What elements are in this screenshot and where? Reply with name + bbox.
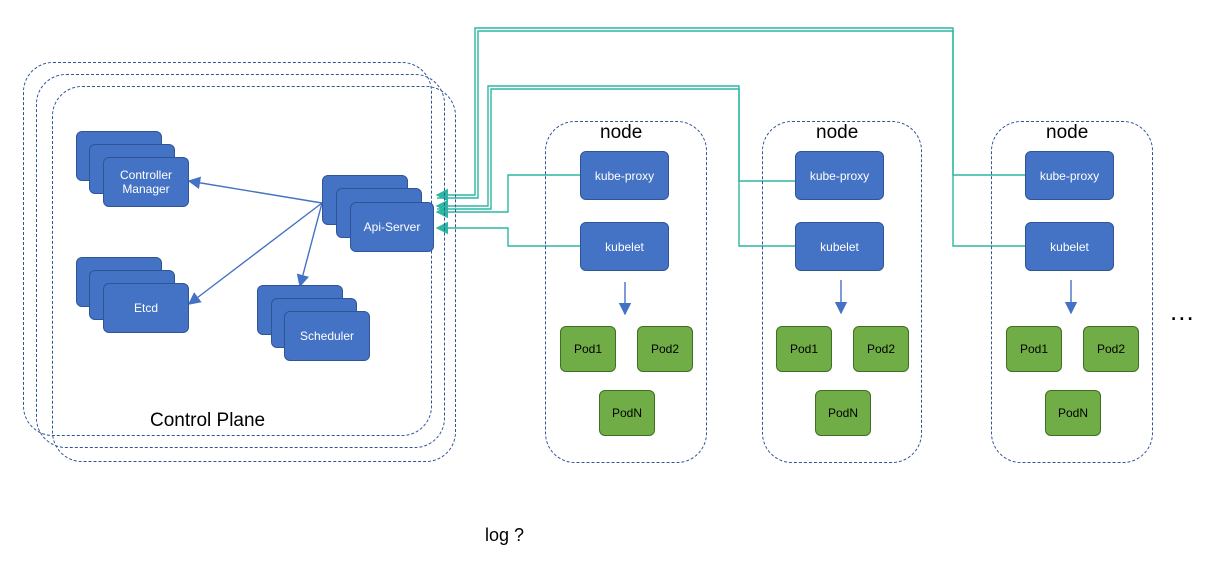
api-to-etcd-arrow bbox=[187, 202, 323, 305]
node-frame-3 bbox=[991, 121, 1153, 463]
node-frame-1 bbox=[545, 121, 707, 463]
kubelet-box-2[interactable]: kubelet bbox=[795, 222, 884, 271]
node-title-2: node bbox=[816, 122, 859, 143]
pod2-box-3[interactable]: Pod2 bbox=[1083, 326, 1139, 372]
node2-kubelet-link bbox=[437, 88, 795, 247]
api-server-box[interactable]: Api-Server bbox=[350, 202, 434, 252]
footer-question: log ? bbox=[485, 525, 525, 545]
kubelet-box-3[interactable]: kubelet bbox=[1025, 222, 1114, 271]
control-plane-label: Control Plane bbox=[150, 410, 266, 431]
more-nodes-ellipsis: ... bbox=[1170, 296, 1195, 326]
control-plane-frame bbox=[52, 86, 456, 462]
pod2-box-1[interactable]: Pod2 bbox=[637, 326, 693, 372]
podn-box-2[interactable]: PodN bbox=[815, 390, 871, 436]
kube-proxy-box-2[interactable]: kube-proxy bbox=[795, 151, 884, 200]
node1-kubelet-link bbox=[435, 221, 580, 247]
kube-proxy-box-1[interactable]: kube-proxy bbox=[580, 151, 669, 200]
node2-kube-proxy-link bbox=[435, 85, 795, 213]
kube-proxy-box-3[interactable]: kube-proxy bbox=[1025, 151, 1114, 200]
scheduler-box[interactable]: Scheduler bbox=[284, 311, 370, 361]
pod1-box-2[interactable]: Pod1 bbox=[776, 326, 832, 372]
etcd-box[interactable]: Etcd bbox=[103, 283, 189, 333]
pod1-box-1[interactable]: Pod1 bbox=[560, 326, 616, 372]
controller-manager-box[interactable]: Controller Manager bbox=[103, 157, 189, 207]
podn-box-3[interactable]: PodN bbox=[1045, 390, 1101, 436]
api-to-scheduler-arrow bbox=[296, 202, 323, 288]
node1-kube-proxy-link bbox=[435, 174, 580, 219]
node3-kube-proxy-link bbox=[435, 27, 1025, 202]
node3-kubelet-link bbox=[437, 30, 1025, 247]
control-plane-frame-middle bbox=[36, 74, 445, 448]
pod2-box-2[interactable]: Pod2 bbox=[853, 326, 909, 372]
node-title-3: node bbox=[1046, 122, 1089, 143]
api-to-controller-arrow bbox=[187, 176, 323, 204]
node-frame-2 bbox=[762, 121, 922, 463]
pod1-box-3[interactable]: Pod1 bbox=[1006, 326, 1062, 372]
podn-box-1[interactable]: PodN bbox=[599, 390, 655, 436]
kubelet-box-1[interactable]: kubelet bbox=[580, 222, 669, 271]
node-title-1: node bbox=[600, 122, 643, 143]
